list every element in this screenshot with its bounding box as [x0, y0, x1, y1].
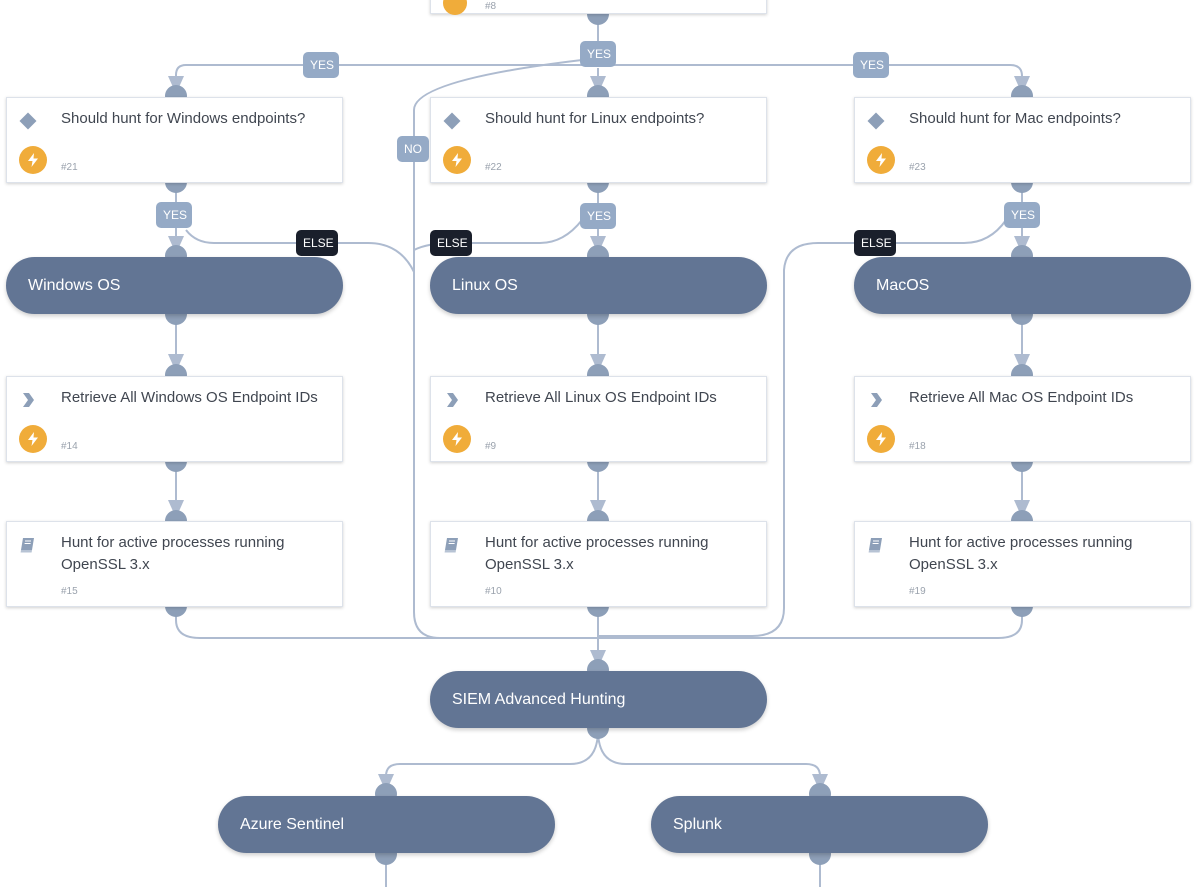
task-id: #19 — [909, 586, 926, 597]
task-id: #23 — [909, 162, 926, 173]
section-splunk[interactable]: Splunk — [651, 796, 988, 853]
task-retrieve-windows-ids[interactable]: Retrieve All Windows OS Endpoint IDs #14 — [6, 376, 343, 462]
task-label: Retrieve All Linux OS Endpoint IDs — [485, 389, 717, 406]
section-label: Linux OS — [452, 276, 518, 294]
task-label: Hunt for active processes running OpenSS… — [485, 534, 709, 573]
book-icon — [868, 538, 882, 553]
condition-hunt-mac[interactable]: Should hunt for Mac endpoints? #23 — [854, 97, 1191, 183]
task-label: Should hunt for Linux endpoints? — [485, 110, 705, 127]
task-label: Should hunt for Windows endpoints? — [61, 110, 306, 127]
else-tag[interactable]: ELSE — [854, 230, 896, 256]
condition-hunt-linux[interactable]: Should hunt for Linux endpoints? #22 — [430, 97, 767, 183]
task-label: Retrieve All Windows OS Endpoint IDs — [61, 389, 318, 406]
bolt-icon — [443, 146, 471, 174]
playbook-hunt-openssl-mac[interactable]: Hunt for active processes running OpenSS… — [854, 521, 1191, 607]
task-retrieve-linux-ids[interactable]: Retrieve All Linux OS Endpoint IDs #9 — [430, 376, 767, 462]
chevron-right-icon — [447, 393, 458, 407]
bolt-icon — [19, 425, 47, 453]
task-label: Should hunt for Mac endpoints? — [909, 110, 1121, 127]
yes-tag[interactable]: YES — [580, 41, 616, 67]
bolt-icon — [443, 0, 467, 15]
yes-tag[interactable]: YES — [853, 52, 889, 78]
section-label: Windows OS — [28, 276, 121, 294]
else-tag[interactable]: ELSE — [296, 230, 338, 256]
section-windows-os[interactable]: Windows OS — [6, 257, 343, 314]
section-label: SIEM Advanced Hunting — [452, 690, 626, 708]
task-node-8[interactable]: #8 — [430, 0, 767, 15]
yes-tag[interactable]: YES — [156, 202, 192, 228]
book-icon — [20, 538, 34, 553]
task-id: #10 — [485, 586, 502, 597]
section-azure-sentinel[interactable]: Azure Sentinel — [218, 796, 555, 853]
bolt-icon — [867, 146, 895, 174]
chevron-right-icon — [871, 393, 882, 407]
task-id: #15 — [61, 586, 78, 597]
playbook-hunt-openssl-windows[interactable]: Hunt for active processes running OpenSS… — [6, 521, 343, 607]
diamond-icon — [867, 112, 885, 130]
diamond-icon — [443, 112, 461, 130]
task-retrieve-mac-ids[interactable]: Retrieve All Mac OS Endpoint IDs #18 — [854, 376, 1191, 462]
yes-tag[interactable]: YES — [303, 52, 339, 78]
book-icon — [444, 538, 458, 553]
yes-tag[interactable]: YES — [1004, 202, 1040, 228]
bolt-icon — [443, 425, 471, 453]
task-label: Hunt for active processes running OpenSS… — [61, 534, 285, 573]
section-macos[interactable]: MacOS — [854, 257, 1191, 314]
task-id: #18 — [909, 441, 926, 452]
bolt-icon — [19, 146, 47, 174]
chevron-right-icon — [23, 393, 34, 407]
task-id: #22 — [485, 162, 502, 173]
section-siem-advanced-hunting[interactable]: SIEM Advanced Hunting — [430, 671, 767, 728]
section-linux-os[interactable]: Linux OS — [430, 257, 767, 314]
section-label: MacOS — [876, 276, 930, 294]
else-tag[interactable]: ELSE — [430, 230, 472, 256]
playbook-hunt-openssl-linux[interactable]: Hunt for active processes running OpenSS… — [430, 521, 767, 607]
section-label: Splunk — [673, 815, 722, 833]
task-id: #21 — [61, 162, 78, 173]
condition-hunt-windows[interactable]: Should hunt for Windows endpoints? #21 — [6, 97, 343, 183]
section-label: Azure Sentinel — [240, 815, 345, 833]
task-id: #14 — [61, 441, 78, 452]
bolt-icon — [867, 425, 895, 453]
no-tag[interactable]: NO — [397, 136, 429, 162]
task-id: #9 — [485, 441, 497, 452]
task-label: Retrieve All Mac OS Endpoint IDs — [909, 389, 1134, 406]
task-id: #8 — [485, 1, 497, 12]
yes-tag[interactable]: YES — [580, 203, 616, 229]
diamond-icon — [19, 112, 37, 130]
task-label: Hunt for active processes running OpenSS… — [909, 534, 1133, 573]
connectors — [168, 14, 1030, 887]
